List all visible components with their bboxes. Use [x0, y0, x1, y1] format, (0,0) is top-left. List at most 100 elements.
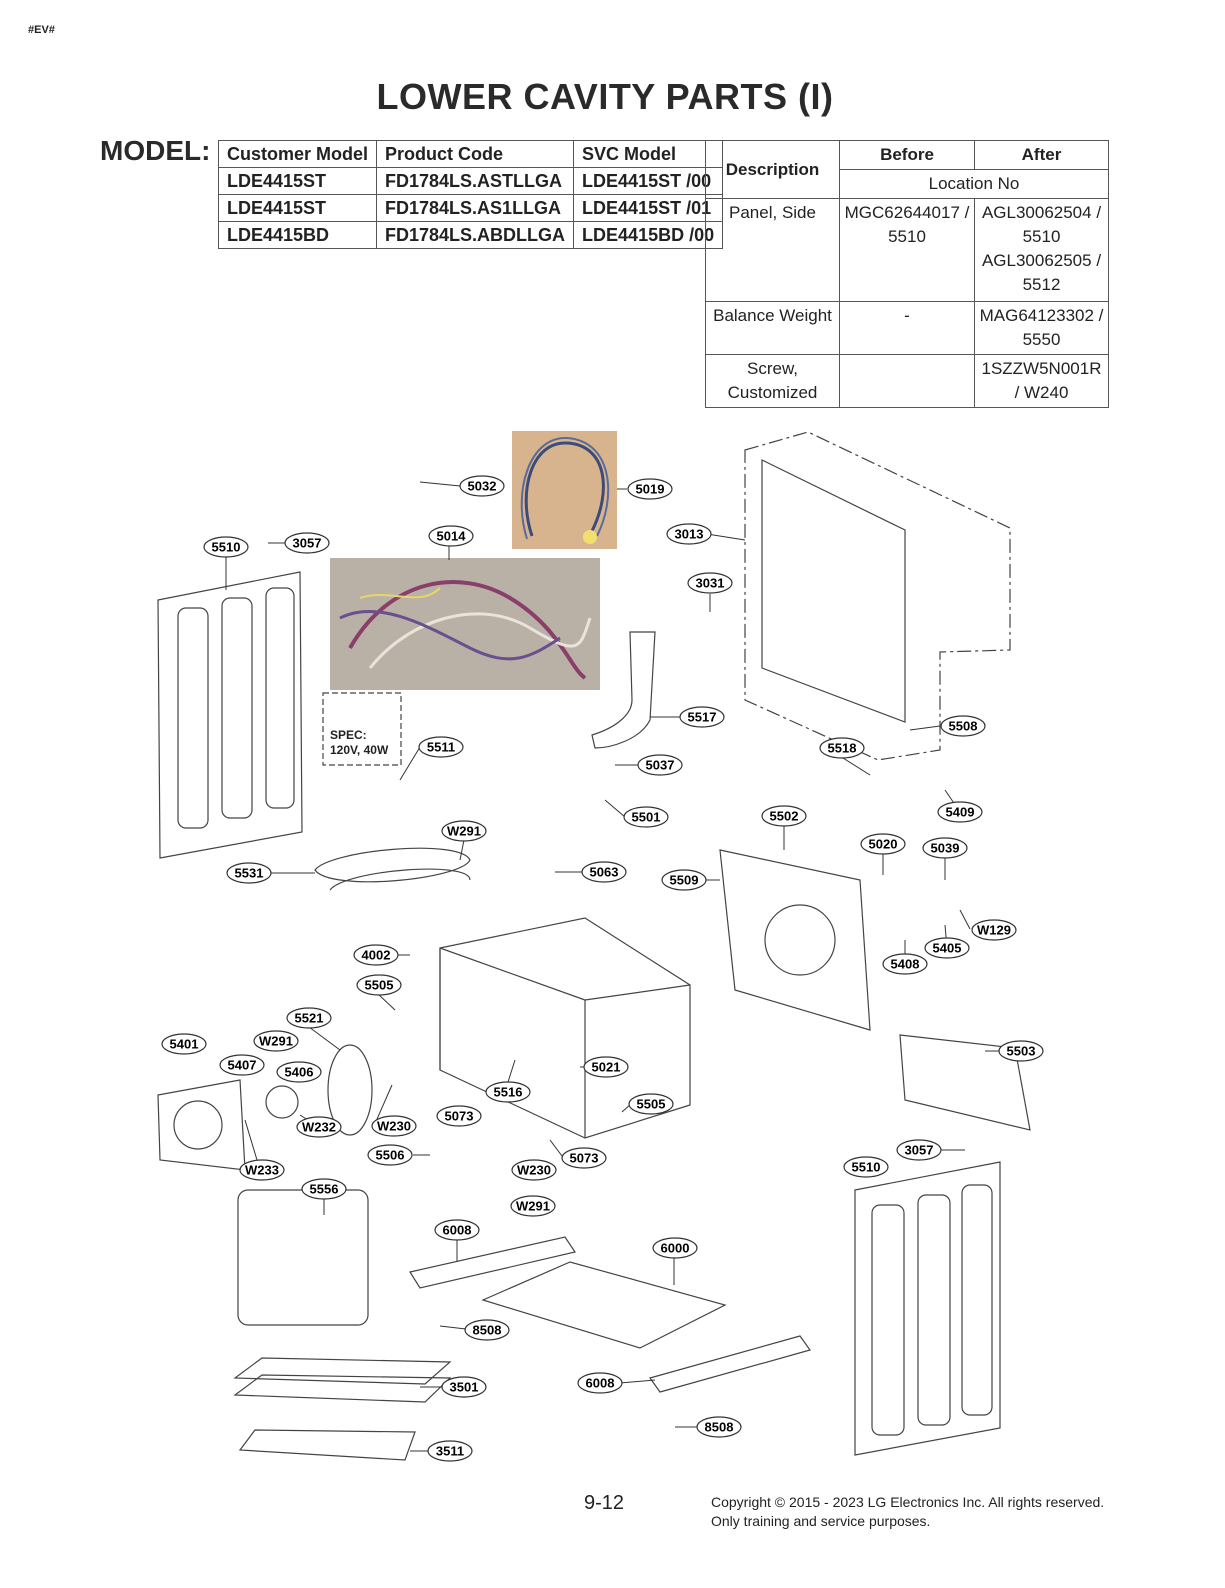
page-number: 9-12	[584, 1492, 625, 1514]
document-tag: #EV#	[28, 24, 55, 36]
callout-5032: 5032	[459, 475, 505, 497]
callout-5020: 5020	[860, 833, 906, 855]
callout-label: 5516	[494, 1085, 523, 1100]
callout-label: 5521	[295, 1011, 324, 1026]
fan-grille	[173, 1100, 223, 1150]
callout-5063: 5063	[581, 861, 627, 883]
callout-4002: 4002	[353, 944, 399, 966]
rail-lower	[649, 1335, 811, 1393]
location-no-header: Location No	[839, 169, 1109, 199]
callout-oval	[860, 833, 906, 855]
callout-oval	[436, 1105, 482, 1127]
callout-oval	[882, 953, 928, 975]
callout-5505: 5505	[628, 1093, 674, 1115]
callout-label: 5073	[445, 1109, 474, 1124]
rail-upper	[409, 1236, 576, 1289]
callout-5509: 5509	[661, 869, 707, 891]
callout-oval	[239, 1159, 285, 1181]
callout-label: W291	[259, 1034, 293, 1049]
change-table: Description Before After Location No Pan…	[705, 140, 1109, 408]
table-cell: FD1784LS.AS1LLGA	[376, 194, 575, 222]
callout-label: W291	[447, 824, 481, 839]
callout-label: 3013	[675, 527, 704, 542]
callout-label: 3031	[696, 576, 725, 591]
callout-label: 6000	[661, 1241, 690, 1256]
callout-label: 5503	[1007, 1044, 1036, 1059]
callout-5073: 5073	[561, 1147, 607, 1169]
bracket-5517	[591, 631, 656, 749]
callout-label: 5508	[949, 719, 978, 734]
callout-5511: 5511	[418, 736, 464, 758]
copyright-line-1: Copyright © 2015 - 2023 LG Electronics I…	[711, 1494, 1105, 1510]
side-panel-left	[157, 571, 303, 859]
column-header: SVC Model	[573, 140, 724, 168]
callout-label: 5509	[670, 873, 699, 888]
table-cell: AGL30062504 / 5510 AGL30062505 / 5512	[974, 198, 1109, 302]
callout-oval	[627, 478, 673, 500]
callout-oval	[203, 536, 249, 558]
callout-oval	[253, 1030, 299, 1052]
callout-oval	[511, 1159, 557, 1181]
callout-label: 4002	[362, 948, 391, 963]
callout-5531: 5531	[226, 862, 272, 884]
callout-label: 3057	[905, 1143, 934, 1158]
callout-oval	[577, 1372, 623, 1394]
table-cell: LDE4415BD /00	[573, 221, 724, 249]
callout-label: W233	[245, 1163, 279, 1178]
callout-label: 5032	[468, 479, 497, 494]
callout-5510: 5510	[203, 536, 249, 558]
callout-5517: 5517	[679, 706, 725, 728]
fan-blade	[265, 1085, 299, 1119]
callout-5401: 5401	[161, 1033, 207, 1055]
table-cell: 1SZZW5N001R / W240	[974, 354, 1109, 408]
duct	[899, 1034, 1031, 1131]
callout-oval	[696, 1416, 742, 1438]
side-panel-right	[854, 1161, 1001, 1456]
callout-5508: 5508	[940, 715, 986, 737]
back-panel-inner	[761, 459, 906, 723]
callout-3057: 3057	[896, 1139, 942, 1161]
callout-3511: 3511	[427, 1440, 473, 1462]
callout-oval	[998, 1040, 1044, 1062]
callout-label: 5039	[931, 841, 960, 856]
oven-rack-lower	[233, 1374, 452, 1403]
callout-oval	[353, 944, 399, 966]
callout-oval	[276, 1061, 322, 1083]
callout-oval	[637, 754, 683, 776]
table-row: LDE4415BD FD1784LS.ABDLLGA LDE4415BD /00	[217, 221, 724, 249]
fan-cover	[157, 1079, 246, 1171]
callout-oval	[427, 1440, 473, 1462]
callout-5510: 5510	[843, 1156, 889, 1178]
callout-label: 5405	[933, 941, 962, 956]
callout-3013: 3013	[666, 523, 712, 545]
callout-6008: 6008	[434, 1219, 480, 1241]
callout-3057: 3057	[284, 532, 330, 554]
callout-oval	[418, 736, 464, 758]
callout-oval	[922, 837, 968, 859]
callout-oval	[441, 820, 487, 842]
callout-oval	[356, 974, 402, 996]
callout-label: 3501	[450, 1380, 479, 1395]
callout-label: 8508	[705, 1420, 734, 1435]
spec-text: SPEC: 120V, 40W	[330, 728, 388, 758]
change-table-header: Description Before After	[705, 140, 1109, 199]
callout-label: 5407	[228, 1058, 257, 1073]
oven-cavity	[439, 917, 691, 1139]
callout-oval	[623, 806, 669, 828]
callout-5502: 5502	[761, 805, 807, 827]
door-gasket	[237, 1189, 369, 1326]
callout-label: 5501	[632, 810, 661, 825]
callout-label: 5406	[285, 1065, 314, 1080]
callout-oval	[687, 572, 733, 594]
callout-oval	[843, 1156, 889, 1178]
callout-oval	[583, 1056, 629, 1078]
callout-label: 5531	[235, 866, 264, 881]
panel-rib	[961, 1184, 993, 1416]
callout-oval	[219, 1054, 265, 1076]
callout-oval	[924, 937, 970, 959]
page-title: LOWER CAVITY PARTS (I)	[376, 76, 834, 117]
bottom-plate	[481, 1261, 727, 1349]
callout-label: 5510	[852, 1160, 881, 1175]
callout-oval	[581, 861, 627, 883]
table-cell: MAG64123302 / 5550	[974, 301, 1109, 355]
